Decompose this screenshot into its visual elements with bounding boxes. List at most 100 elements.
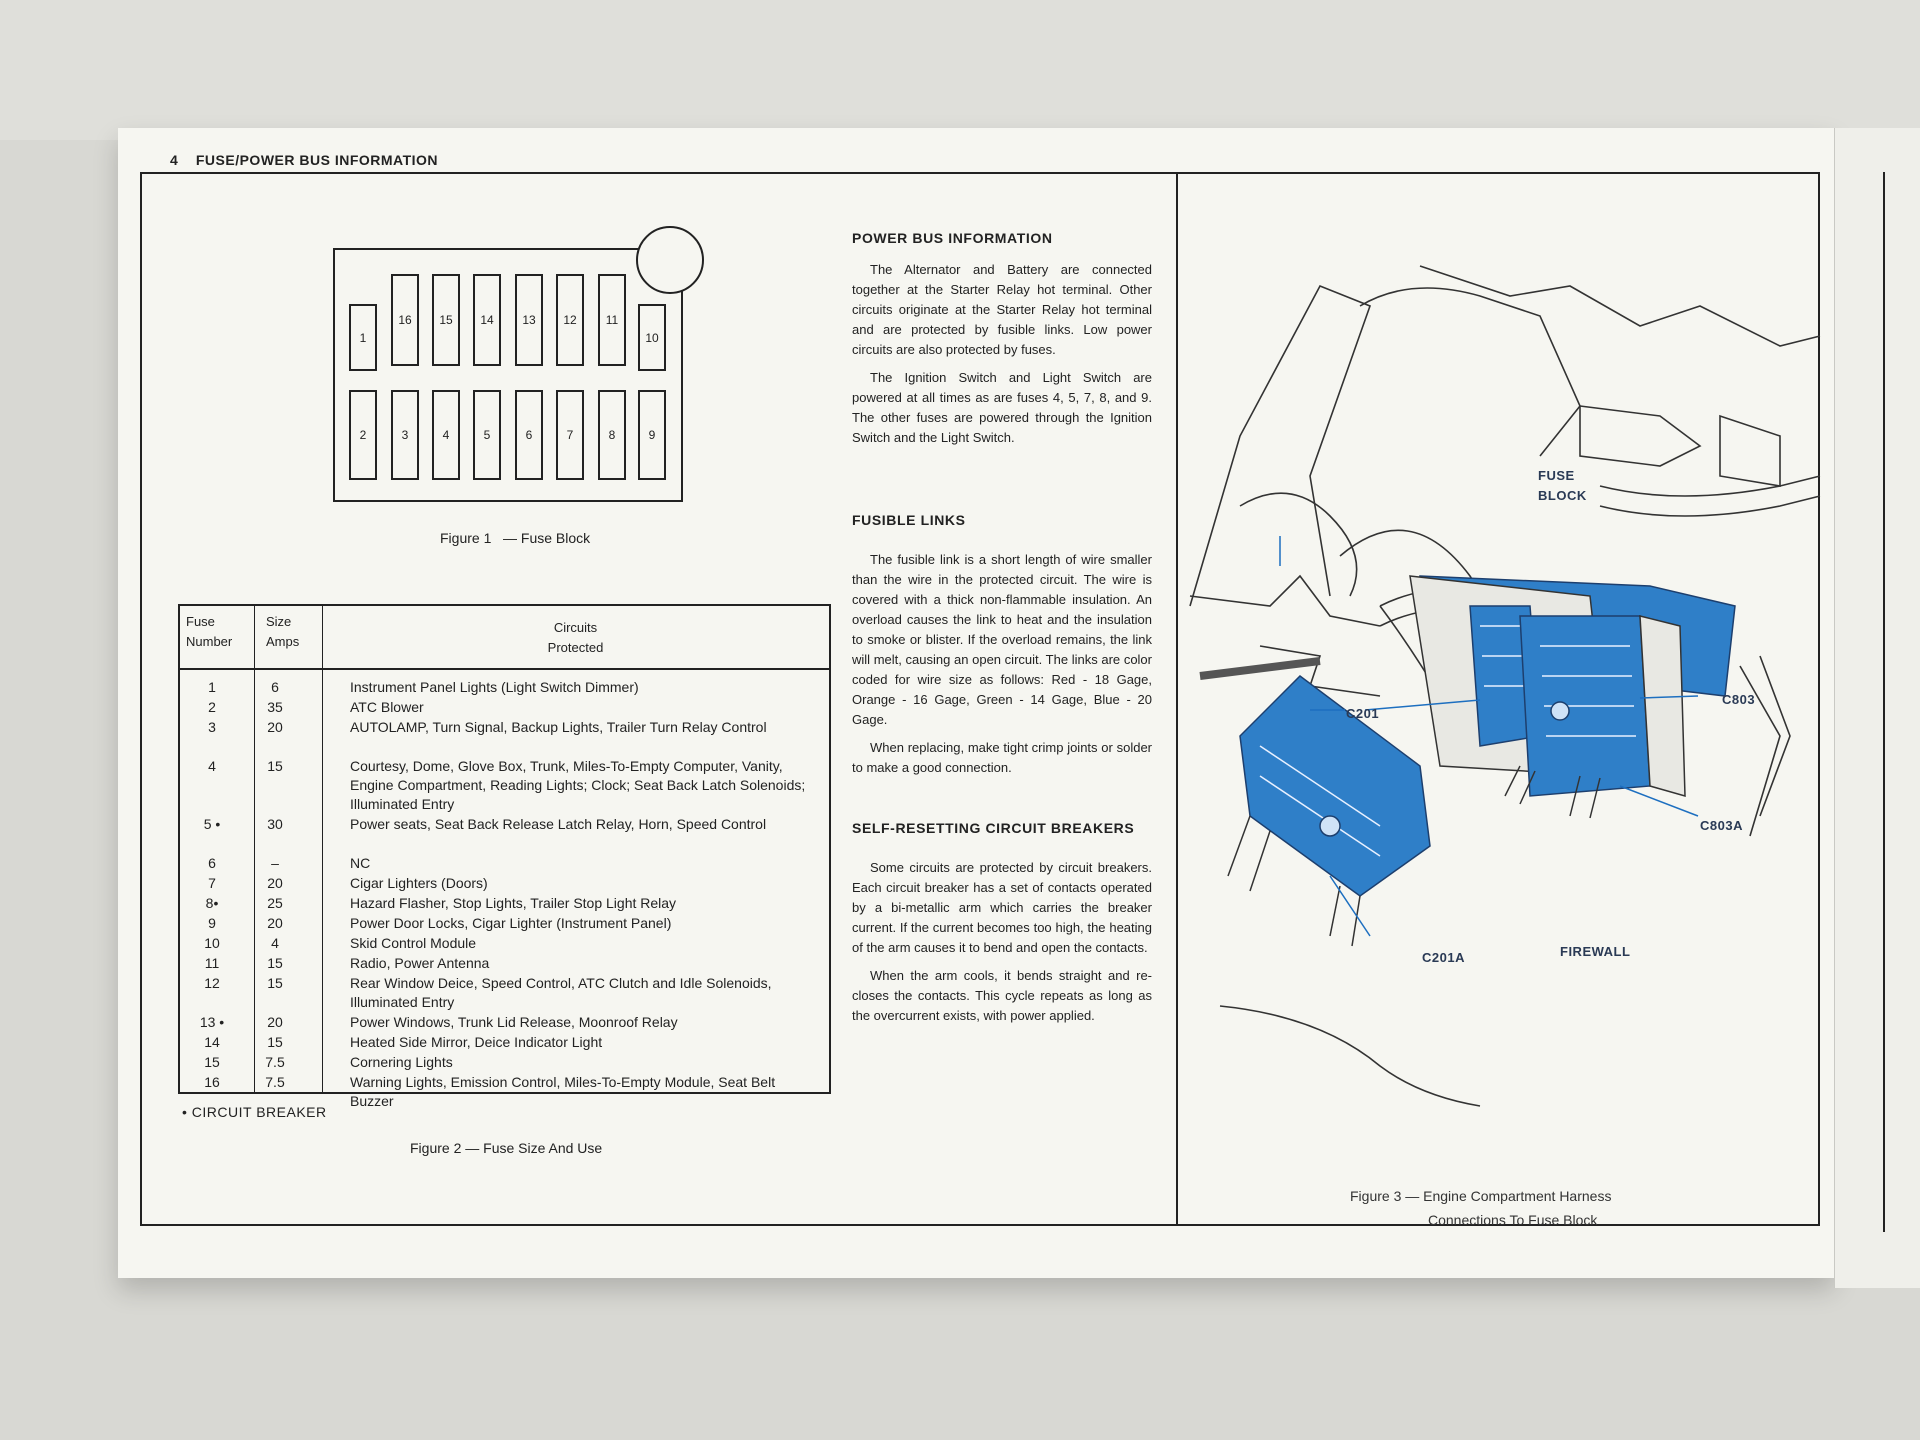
column-divider [1176,172,1178,1226]
connector-side-1 [1759,655,1791,817]
fuse-number-cell: 15 [204,1054,220,1070]
circuits-cell: Cigar Lighters (Doors) [350,875,488,891]
page-header: 4 FUSE/POWER BUS INFORMATION [170,152,438,168]
label-c803: C803 [1722,692,1756,707]
fusible-links-paragraph-1: The fusible link is a short length of wi… [852,552,1152,727]
label-fuse-block: FUSE BLOCK [1538,468,1587,503]
fuse-number-cell: 1 [208,679,216,695]
circuit-breaker-footnote: • CIRCUIT BREAKER [182,1104,327,1120]
fuse-number-cell: 11 [204,955,220,971]
circuits-cell: Radio, Power Antenna [350,955,490,971]
power-bus-section: POWER BUS INFORMATION The Alternator and… [852,228,1152,456]
fuse-number-cell: 12 [204,975,220,991]
figure-3-caption-line-2: Connections To Fuse Block [1428,1212,1598,1228]
size-amps-cell: 30 [267,816,283,832]
label-c201a: C201A [1422,950,1465,965]
circuits-cell: Rear Window Deice, Speed Control, ATC Cl… [350,975,772,1010]
circuits-cell: Power seats, Seat Back Release Latch Rel… [350,816,767,832]
harness-upper-2 [1599,495,1821,517]
fusible-links-paragraph-2: When replacing, make tight crimp joints … [852,740,1152,775]
fuse-number-cell: 7 [208,875,216,891]
bracket-outline [1579,405,1702,467]
fuse-top-2: 15 [432,274,460,366]
firewall-edge [1189,574,1381,627]
power-bus-paragraph-2: The Ignition Switch and Light Switch are… [852,370,1152,445]
fusible-links-heading: FUSIBLE LINKS [852,512,966,528]
size-amps-cell: 15 [267,955,283,971]
cable-left [1199,657,1321,680]
table-row: 7 20 Cigar Lighters (Doors) [180,874,829,893]
fuse-top-4: 13 [515,274,543,366]
size-amps-cell: 6 [271,679,279,695]
circuits-cell: Skid Control Module [350,935,477,951]
circuits-cell: Power Door Locks, Cigar Lighter (Instrum… [350,915,672,931]
fusible-links-section: FUSIBLE LINKS The fusible link is a shor… [852,510,1152,786]
power-bus-heading: POWER BUS INFORMATION [852,230,1053,246]
fuse-block-circle [636,226,704,294]
size-amps-cell: 15 [267,975,283,991]
size-amps-cell: 4 [271,935,279,951]
hose-outline [1239,492,1358,597]
figure-1-caption: Figure 1 — Fuse Block [440,530,591,546]
engine-outline-upper [1419,265,1821,347]
c803a-leader [1619,785,1699,817]
circuits-cell: Hazard Flasher, Stop Lights, Trailer Sto… [350,895,677,911]
size-amps-cell: 25 [267,895,283,911]
circuit-breakers-heading: SELF-RESETTING CIRCUIT BREAKERS [852,820,1135,836]
fuse-number-cell: 8• [205,895,219,911]
figure-3-caption: Figure 3 — Engine Compartment Harness Co… [1350,1184,1611,1232]
engine-compartment-diagram [1189,265,1821,1107]
circuits-cell: Power Windows, Trunk Lid Release, Moonro… [350,1014,678,1030]
background [0,0,1920,140]
fuse-bottom-1: 2 [349,390,377,480]
fuse-bottom-4: 5 [473,390,501,480]
power-bus-paragraph-1: The Alternator and Battery are connected… [852,262,1152,357]
fuse-10: 10 [638,304,666,371]
circuits-cell: Heated Side Mirror, Deice Indicator Ligh… [350,1034,603,1050]
label-firewall: FIREWALL [1560,944,1631,959]
header-circuits: Circuits Protected [547,620,604,655]
size-amps-cell: 15 [267,758,283,774]
circuits-cell: Cornering Lights [350,1054,453,1070]
fuse-number-cell: 14 [204,1034,220,1050]
fuse-number-cell: 6 [208,855,216,871]
relay-outline [1719,414,1781,487]
label-c803a: C803A [1700,818,1743,833]
fuse-bottom-7: 8 [598,390,626,480]
next-page-edge [1834,128,1920,1288]
circuits-cell: AUTOLAMP, Turn Signal, Backup Lights, Tr… [350,719,767,735]
fuse-bottom-6: 7 [556,390,584,480]
fuse-number-cell: 10 [204,935,220,951]
fuse-number-cell: 16 [204,1074,220,1090]
circuits-cell: Warning Lights, Emission Control, Miles-… [350,1074,776,1109]
fuse-1: 1 [349,304,377,371]
size-amps-cell: 35 [267,699,283,715]
connector-side-2 [1739,665,1781,837]
engine-outline-left [1189,284,1372,607]
size-amps-cell: 20 [267,875,283,891]
table-row: 12 15 Rear Window Deice, Speed Control, AT… [180,974,829,1012]
c803-ribs [1639,615,1686,798]
size-amps-cell: 15 [267,1034,283,1050]
size-amps-cell: 20 [267,915,283,931]
page-number: 4 [170,152,179,168]
circuit-breakers-paragraph-2: When the arm cools, it bends straight an… [852,968,1152,1023]
content-frame [140,172,1820,1226]
fuse-top-6: 11 [598,274,626,366]
fuse-bottom-5: 6 [515,390,543,480]
firewall-curve [1219,1005,1481,1107]
circuits-cell: Courtesy, Dome, Glove Box, Trunk, Miles-… [350,758,806,812]
c201-leader-2 [1364,699,1481,711]
fuse-block-diagram [333,248,683,502]
c803-leader [1639,695,1699,699]
fuse-number-cell: 13 • [199,1014,225,1030]
fuse-size-table: Fuse Number Size Amps Circuits Protected… [178,604,831,1109]
